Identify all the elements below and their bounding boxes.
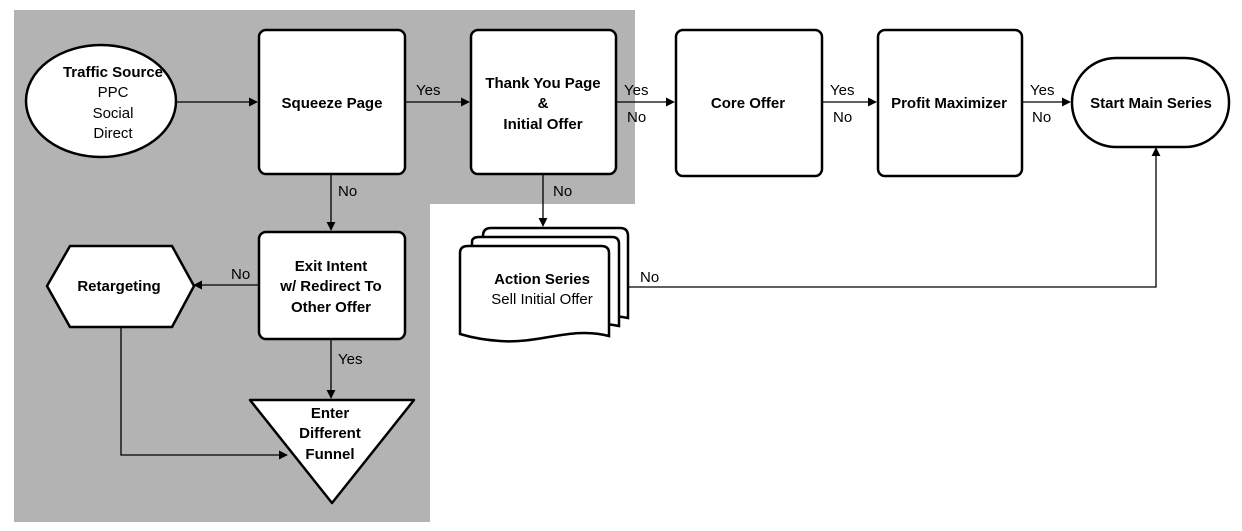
node-retargeting: Retargeting (45, 244, 196, 329)
node-thank-you-page: Thank You Page & Initial Offer (469, 28, 618, 176)
edge-label-action-start-no: No (640, 269, 659, 286)
edge-retargeting-to-funnel (120, 327, 288, 460)
action-series-title: Action Series (494, 271, 590, 288)
edge-label-core-profit-yes: Yes (830, 82, 854, 99)
exit-intent-line-1: Exit Intent (295, 258, 368, 275)
node-action-series: Action Series Sell Initial Offer (458, 226, 630, 343)
node-start-main-series: Start Main Series (1070, 56, 1231, 149)
profit-maximizer-title: Profit Maximizer (891, 95, 1007, 112)
edge-label-thankyou-core-no: No (627, 109, 646, 126)
traffic-source-line-2: Social (93, 105, 134, 122)
node-core-offer: Core Offer (674, 28, 824, 178)
start-main-series-title: Start Main Series (1090, 95, 1212, 112)
edge-label-core-profit-no: No (833, 109, 852, 126)
edge-label-thankyou-action-no: No (553, 183, 572, 200)
exit-intent-line-3: Other Offer (291, 299, 371, 316)
traffic-source-title: Traffic Source (63, 64, 163, 81)
edge-label-exit-funnel-yes: Yes (338, 351, 362, 368)
node-exit-intent: Exit Intent w/ Redirect To Other Offer (257, 230, 407, 341)
thank-you-line-2: & (538, 95, 549, 112)
node-squeeze-page: Squeeze Page (257, 28, 407, 176)
traffic-source-line-1: PPC (98, 84, 129, 101)
retargeting-title: Retargeting (77, 278, 160, 295)
funnel-line-1: Enter (311, 405, 350, 422)
edge-label-profit-start-no: No (1032, 109, 1051, 126)
edge-label-exit-retargeting-no: No (231, 266, 250, 283)
thank-you-line-1: Thank You Page (485, 75, 600, 92)
funnel-line-3: Funnel (305, 446, 354, 463)
edge-action-to-start (619, 147, 1161, 288)
funnel-line-2: Different (299, 425, 361, 442)
edge-label-squeeze-thankyou-yes: Yes (416, 82, 440, 99)
edge-label-squeeze-exit-no: No (338, 183, 357, 200)
node-profit-maximizer: Profit Maximizer (876, 28, 1024, 178)
core-offer-title: Core Offer (711, 95, 785, 112)
node-enter-different-funnel: Enter Different Funnel (248, 398, 416, 505)
action-series-subtitle: Sell Initial Offer (491, 291, 592, 308)
edge-label-thankyou-core-yes: Yes (624, 82, 648, 99)
squeeze-page-title: Squeeze Page (282, 95, 383, 112)
exit-intent-line-2: w/ Redirect To (279, 278, 381, 295)
node-traffic-source: Traffic Source PPC Social Direct (24, 43, 178, 159)
edge-label-profit-start-yes: Yes (1030, 82, 1054, 99)
traffic-source-line-3: Direct (93, 125, 133, 142)
thank-you-line-3: Initial Offer (503, 116, 582, 133)
